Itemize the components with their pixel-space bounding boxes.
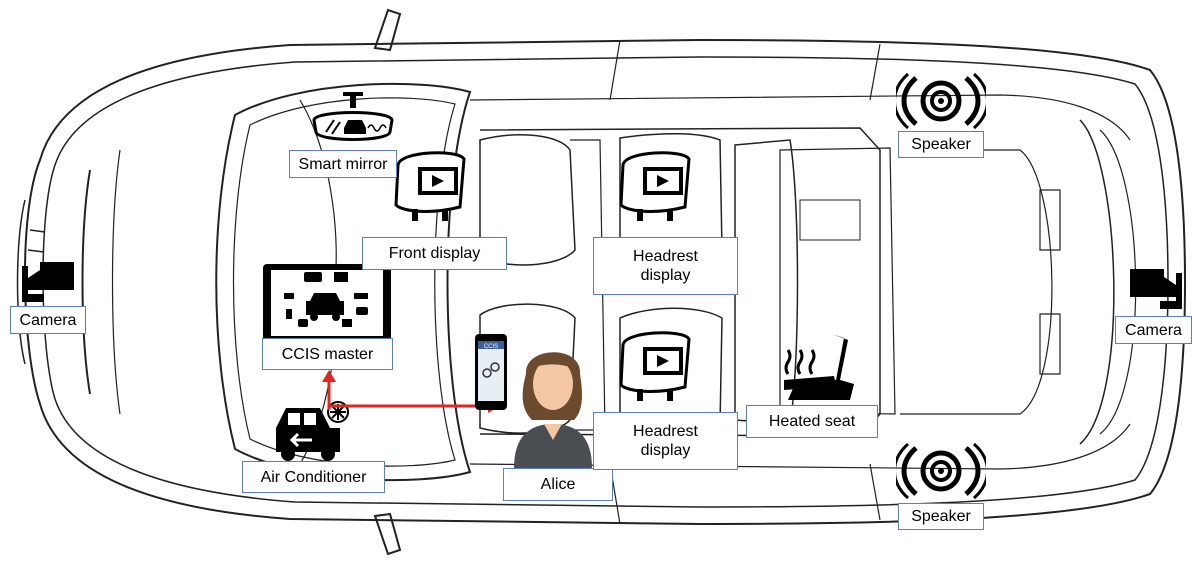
label-alice: Alice bbox=[503, 468, 613, 501]
label-speaker-top: Speaker bbox=[898, 131, 984, 158]
label-air-conditioner: Air Conditioner bbox=[242, 461, 385, 493]
phone-app-label: CCIS bbox=[484, 344, 498, 350]
headrest-display-icon bbox=[613, 325, 698, 405]
heated-seat-icon bbox=[774, 330, 858, 404]
person-icon bbox=[508, 340, 598, 468]
speaker-icon bbox=[896, 70, 986, 132]
phone-icon: CCIS bbox=[474, 333, 508, 411]
label-headrest-display-bottom: Headrest display bbox=[593, 412, 738, 470]
label-camera-right: Camera bbox=[1115, 316, 1192, 344]
label-front-display: Front display bbox=[362, 237, 507, 270]
smart-mirror-icon bbox=[308, 90, 398, 150]
label-smart-mirror: Smart mirror bbox=[289, 150, 397, 178]
headrest-display-icon bbox=[388, 145, 473, 225]
label-headrest-display-top: Headrest display bbox=[593, 237, 738, 295]
headrest-display-icon bbox=[613, 145, 698, 225]
speaker-icon bbox=[896, 440, 986, 502]
tablet-icon bbox=[262, 263, 392, 343]
camera-icon bbox=[1128, 265, 1184, 313]
label-ccis-master: CCIS master bbox=[262, 338, 393, 370]
label-heated-seat: Heated seat bbox=[746, 405, 878, 438]
label-camera-left: Camera bbox=[10, 306, 86, 334]
camera-icon bbox=[20, 258, 76, 306]
label-speaker-bottom: Speaker bbox=[898, 503, 984, 530]
